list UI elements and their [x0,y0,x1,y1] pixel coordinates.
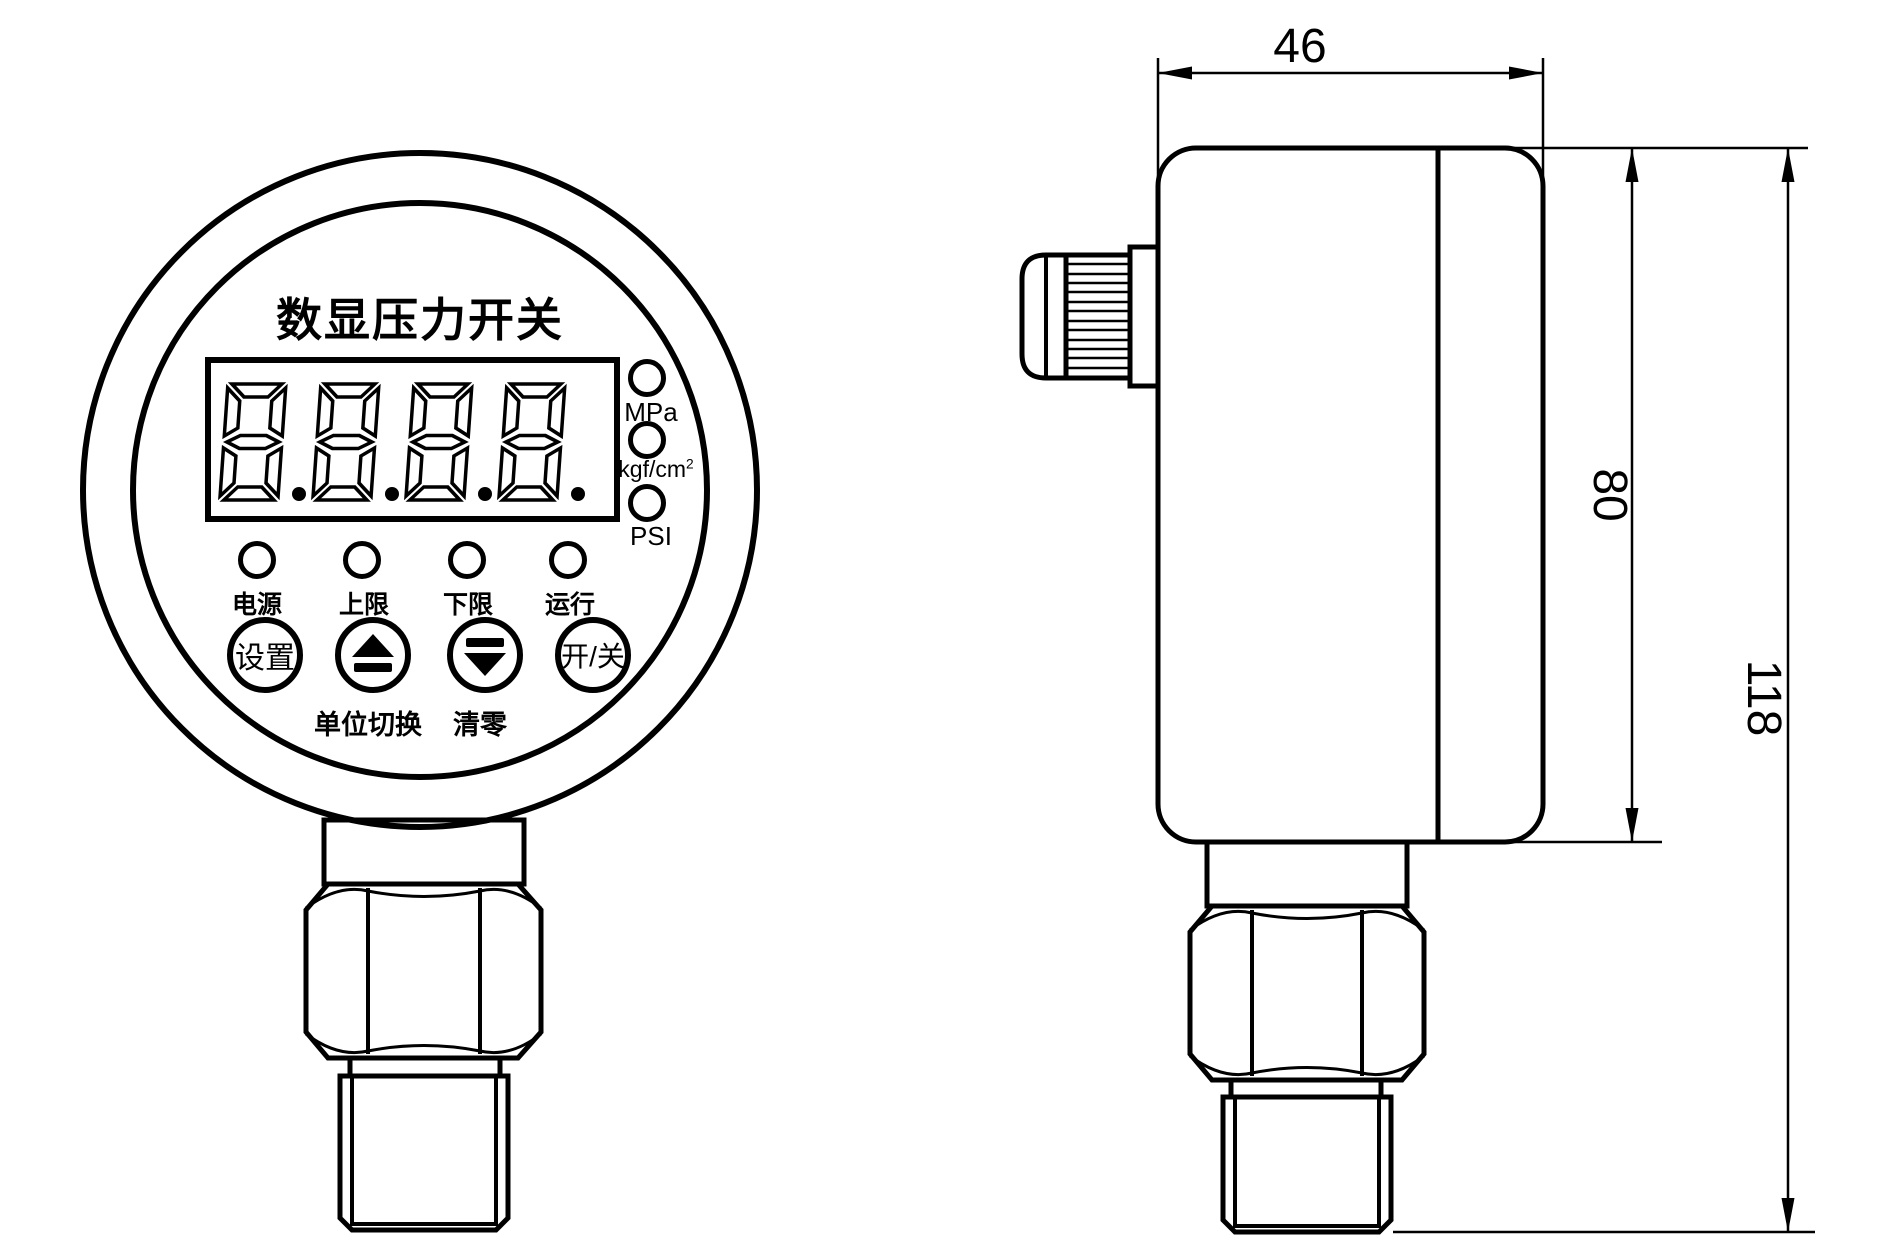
unit-led-mpa [628,359,666,397]
status-label-run: 运行 [544,591,595,619]
side-collar [1204,839,1410,909]
dimension-width-label: 46 [1273,20,1326,73]
side-hex-nut [1187,903,1427,1083]
down-button[interactable] [447,617,523,693]
side-threaded-stud [1220,1094,1394,1235]
unit-switch-sublabel: 单位切换 [314,710,422,740]
decimal-point [292,487,306,501]
set-button-label: 设置 [235,642,295,675]
seven-segment-digit [311,382,381,502]
status-led-lower-limit [448,541,486,579]
front-pressure-port [303,817,544,1233]
set-button[interactable]: 设置 [227,617,303,693]
unit-led-kgfcm2 [628,421,666,459]
status-label-upper-limit: 上限 [338,591,389,619]
gauge-inner-dial-circle [130,200,710,780]
lcd-display [205,357,620,522]
up-button[interactable] [335,617,411,693]
decimal-point [571,487,585,501]
unit-label-kgfcm2-sup: 2 [686,456,694,472]
unit-label-kgfcm2: kgf/cm2 [601,456,711,483]
unit-label-kgfcm2-text: kgf/cm [618,456,687,482]
side-step-ring [1228,1077,1384,1100]
eject-up-icon [352,634,394,672]
side-housing-body [1155,145,1546,845]
cable-gland-cap [1019,252,1066,381]
dimension-body-height-label: 80 [1583,468,1636,521]
decimal-point [478,487,492,501]
decimal-point [385,487,399,501]
seven-segment-digit [497,382,567,502]
status-label-lower-limit: 下限 [442,591,493,619]
dimension-arrowheads [1158,66,1795,1232]
eject-down-icon [464,638,506,676]
zero-reset-sublabel: 清零 [453,710,507,740]
front-step-ring [347,1055,503,1079]
status-label-power: 电源 [231,591,282,619]
cable-gland-ribbed-body [1063,252,1133,381]
power-button[interactable]: 开/关 [555,617,631,693]
status-led-run [549,541,587,579]
front-threaded-stud [337,1073,511,1233]
seven-segment-digit [404,382,474,502]
unit-led-psi [628,484,666,522]
product-title: 数显压力开关 [276,294,564,346]
status-led-power [238,541,276,579]
unit-label-psi: PSI [630,521,672,551]
dimension-total-height-label: 118 [1737,660,1790,737]
front-hex-nut [303,881,544,1061]
dimensions: 46 80 118 [1156,20,1815,1234]
extension-lines [1156,58,1815,1234]
power-button-label: 开/关 [561,641,625,672]
seven-segment-digit [218,382,288,502]
lcd-digits [218,382,585,502]
side-view [1019,145,1546,1235]
cable-gland-flange [1127,244,1161,389]
status-led-upper-limit [343,541,381,579]
